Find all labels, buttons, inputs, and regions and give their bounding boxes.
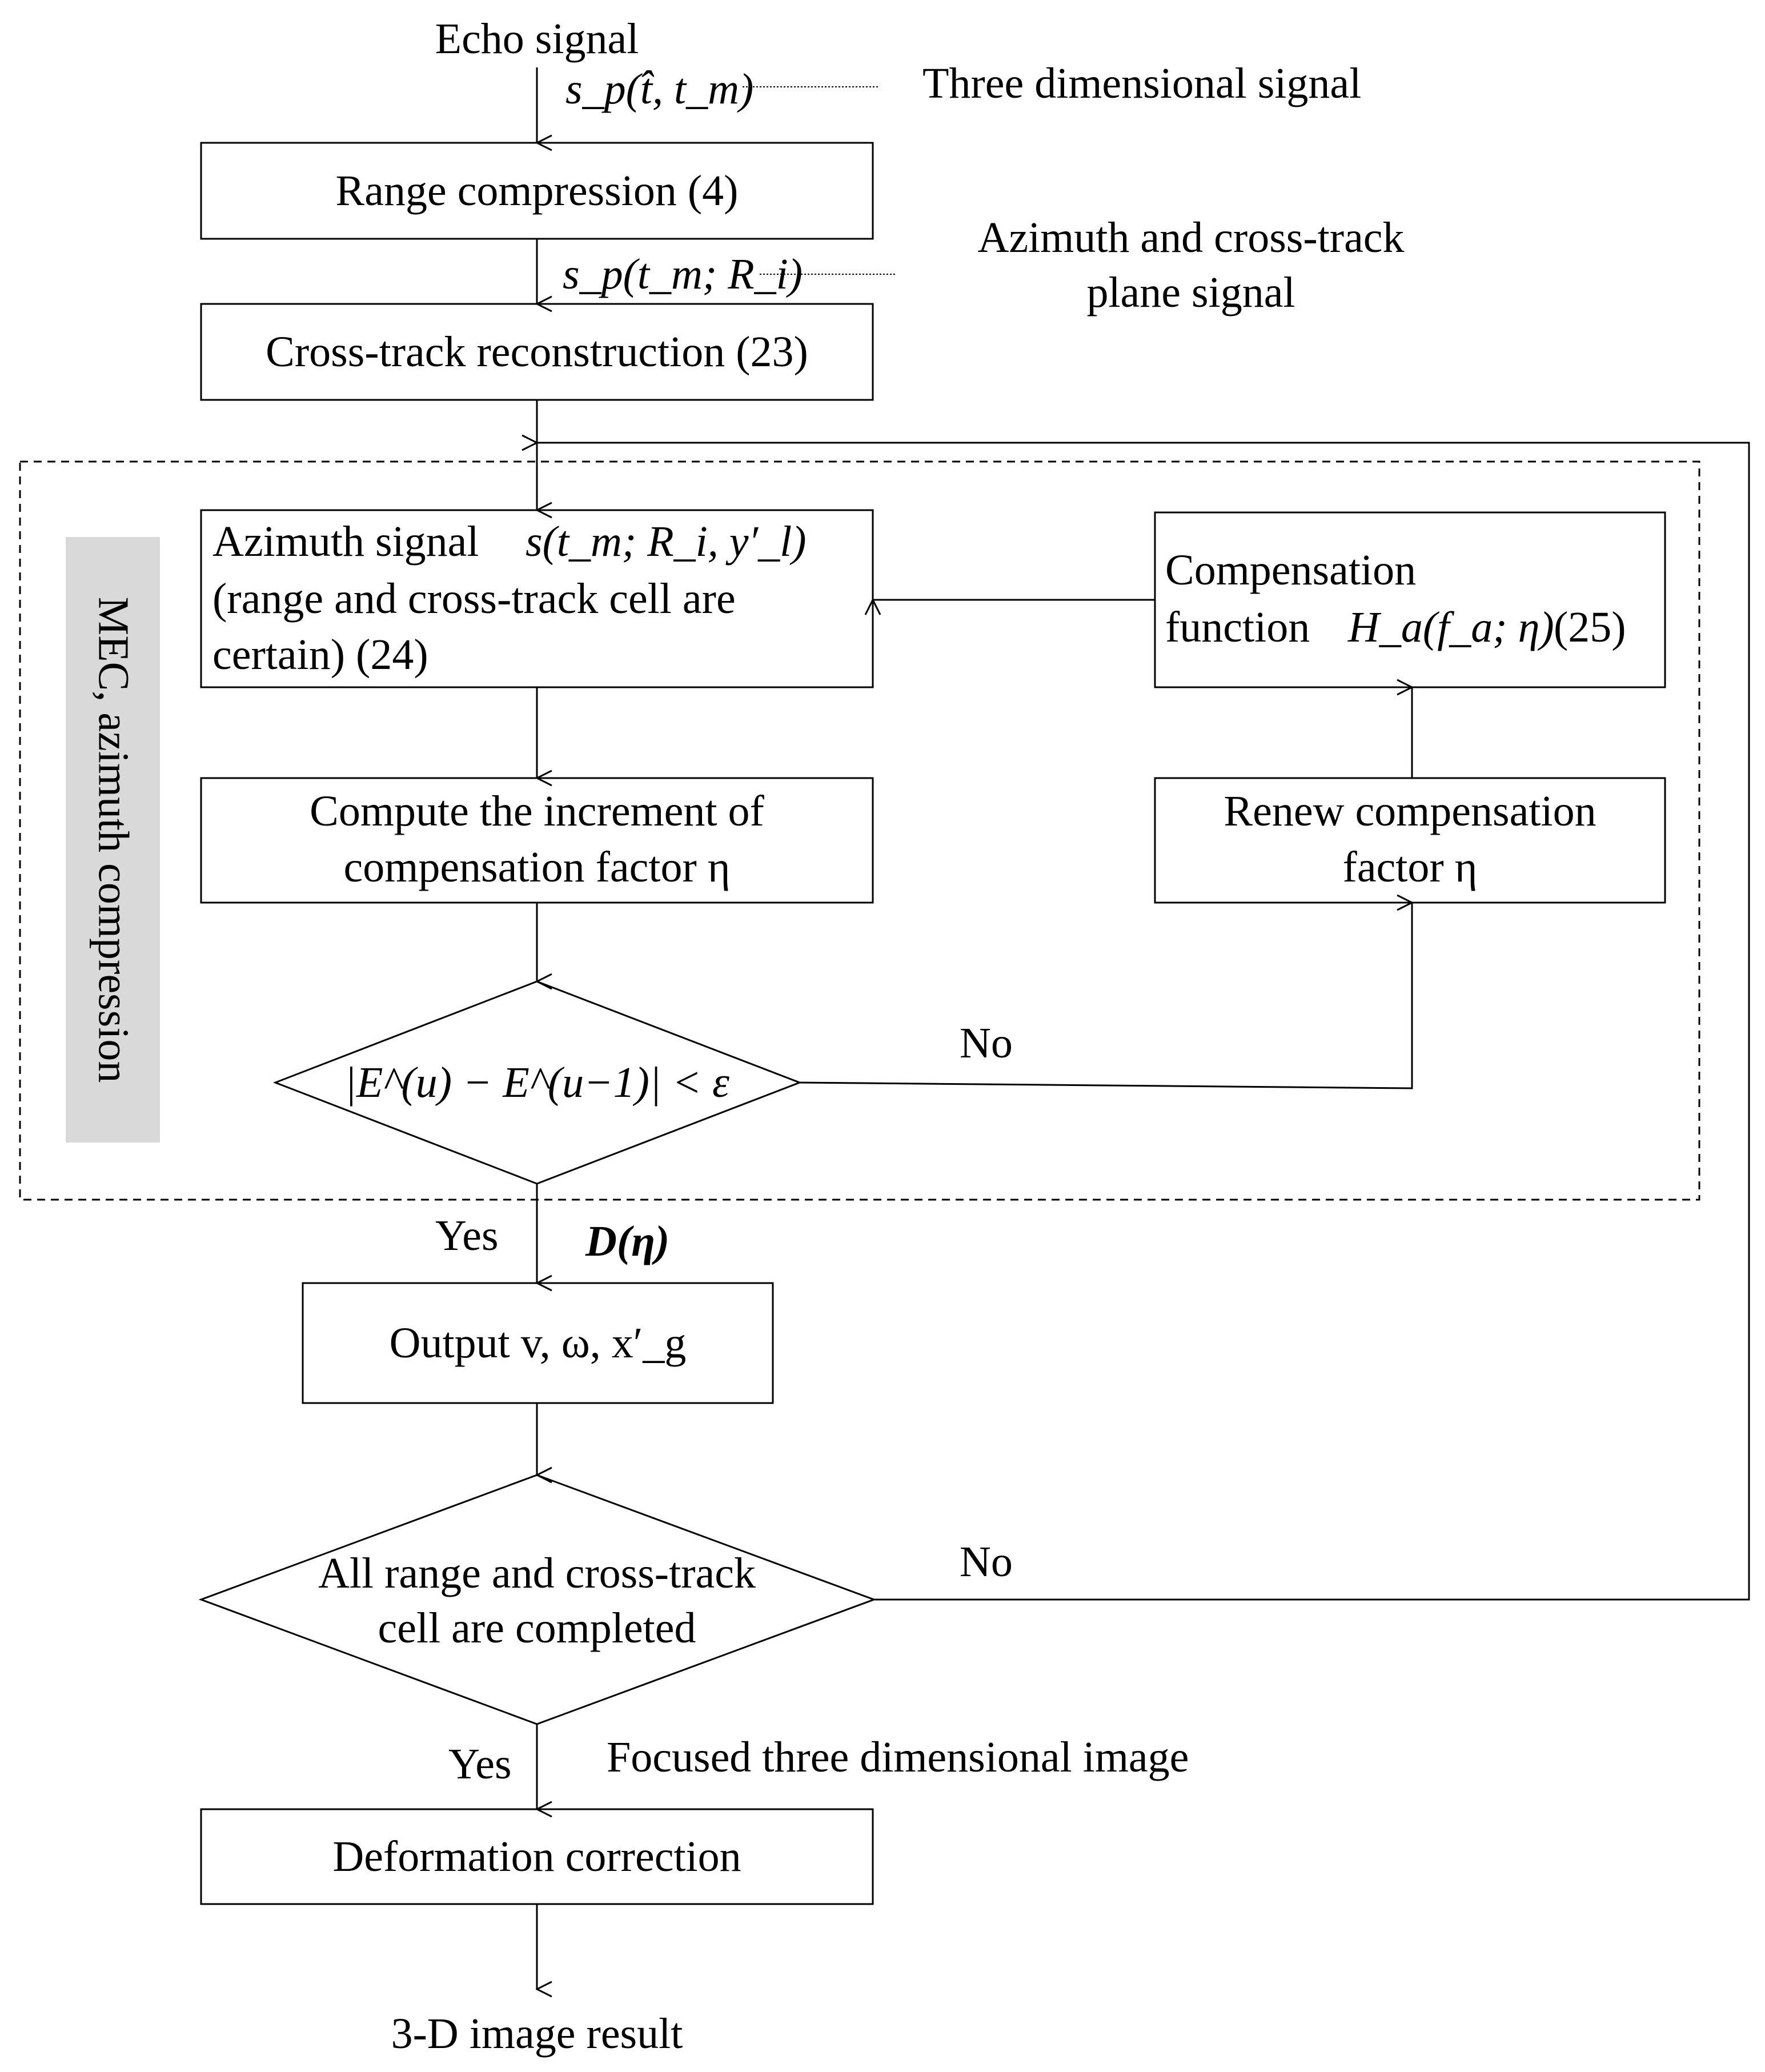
compensation-line1: Compensation xyxy=(1165,546,1417,594)
decision2-line1: All range and cross-track xyxy=(318,1549,756,1597)
deformation-text: Deformation correction xyxy=(332,1833,741,1881)
convergence-condition: |E^(u) − E^(u−1)| < ε xyxy=(344,1059,729,1107)
echo-signal-label: Echo signal xyxy=(435,15,639,63)
compensation-line2-text: function xyxy=(1165,603,1310,651)
decision2-yes-label: Yes xyxy=(448,1740,512,1788)
d-eta-label: D(η) xyxy=(585,1217,670,1265)
range-compression-text: Range compression (4) xyxy=(335,167,739,215)
renew-line2: factor η xyxy=(1342,843,1478,891)
arrow-decision2-no-loop xyxy=(537,443,1750,1601)
arrow-decision1-no-to-renew xyxy=(799,903,1412,1089)
mec-side-label: MEC, azimuth compression xyxy=(66,537,160,1143)
three-dimensional-note: Three dimensional signal xyxy=(922,59,1362,107)
mec-label-text: MEC, azimuth compression xyxy=(89,596,137,1083)
azimuth-plane-note-line2: plane signal xyxy=(1086,268,1295,316)
decision1-no-label: No xyxy=(960,1019,1013,1067)
azimuth-plane-note-line1: Azimuth and cross-track xyxy=(977,214,1405,262)
azimuth-line2: (range and cross-track cell are xyxy=(212,575,736,623)
cross-track-box xyxy=(200,303,874,401)
compensation-line2-tail: (25) xyxy=(1554,603,1626,651)
result-label: 3-D image result xyxy=(391,2010,683,2058)
signal2-math: s_p(t_m; R_i) xyxy=(563,250,803,298)
output-box xyxy=(302,1282,774,1404)
compute-increment-box xyxy=(200,777,874,904)
azimuth-line1-math: s(t_m; R_i, y′_l) xyxy=(526,518,807,566)
focused-image-note: Focused three dimensional image xyxy=(607,1733,1189,1781)
signal1-math: s_p(t̂, t_m) xyxy=(565,65,754,113)
mec-region-border xyxy=(19,460,1700,1201)
azimuth-line3: certain) (24) xyxy=(212,631,428,679)
decision2-no-label: No xyxy=(960,1538,1013,1586)
cross-track-text: Cross-track reconstruction (23) xyxy=(266,328,808,376)
azimuth-line1-text: Azimuth signal xyxy=(212,518,479,566)
decision1-yes-label: Yes xyxy=(435,1212,499,1260)
decision2-line2: cell are completed xyxy=(378,1604,696,1652)
compensation-function-box xyxy=(1154,511,1666,688)
compensation-line2-math: H_a(f_a; η) xyxy=(1348,603,1554,651)
compute-line1: Compute the increment of xyxy=(310,787,764,835)
renew-factor-box xyxy=(1154,777,1666,904)
renew-line1: Renew compensation xyxy=(1224,787,1596,835)
compute-line2: compensation factor η xyxy=(343,843,731,891)
deformation-correction-box xyxy=(200,1808,874,1905)
output-text: Output v, ω, x′_g xyxy=(389,1319,687,1367)
